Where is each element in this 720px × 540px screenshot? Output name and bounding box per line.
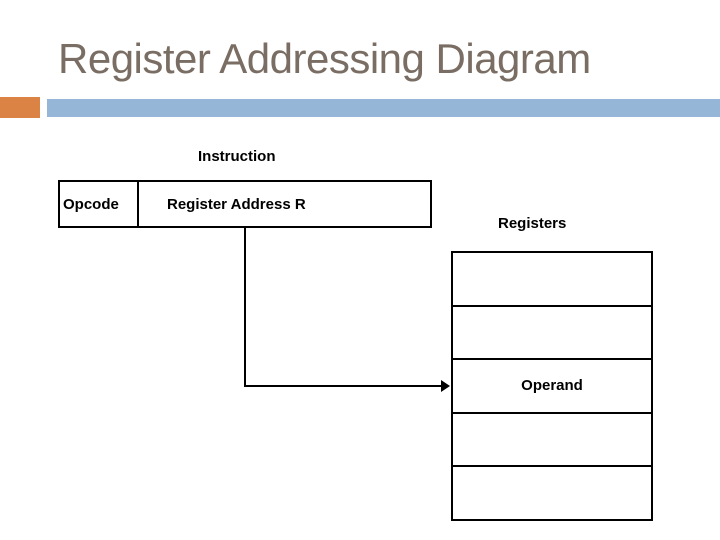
register-row-operand: Operand [453,360,651,414]
connector-horizontal-line [244,385,441,387]
accent-bar-orange [0,97,40,118]
register-row [453,467,651,519]
arrow-head-icon [441,380,450,392]
register-address-field: Register Address R [139,182,430,226]
register-row [453,307,651,361]
register-row [453,414,651,468]
registers-label: Registers [498,215,567,232]
instruction-box: Opcode Register Address R [58,180,432,228]
accent-bar-blue [47,99,720,117]
opcode-label: Opcode [63,195,119,213]
opcode-field: Opcode [60,182,139,226]
page-title: Register Addressing Diagram [58,35,591,82]
register-address-label: Register Address R [167,195,306,213]
connector-vertical-line [244,228,246,386]
instruction-label: Instruction [198,148,276,165]
register-row [453,253,651,307]
registers-table: Operand [451,251,653,521]
